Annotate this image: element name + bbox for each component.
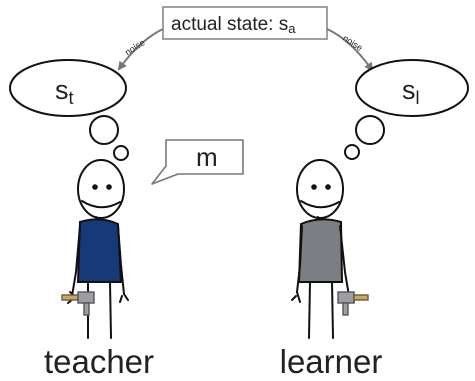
actual-state-box: actual state: sa bbox=[162, 6, 328, 40]
hammer-icon bbox=[61, 291, 95, 316]
message-speech-bubble: m bbox=[151, 139, 244, 185]
teacher-shirt bbox=[76, 218, 123, 283]
learner-figure bbox=[291, 159, 369, 339]
hammer-icon bbox=[337, 291, 369, 316]
learner-label: learner bbox=[280, 343, 383, 380]
teacher-belief-label: st bbox=[55, 75, 74, 108]
message-label: m bbox=[196, 142, 218, 172]
teacher-thought-bubble: st bbox=[9, 59, 129, 161]
noise-label-right: noise bbox=[341, 33, 364, 53]
teacher-figure bbox=[61, 159, 129, 339]
noise-arrow-left: noise bbox=[117, 28, 164, 71]
learner-thought-bubble: sl bbox=[344, 59, 469, 160]
learner-belief-label: sl bbox=[402, 75, 420, 108]
teacher-label: teacher bbox=[44, 343, 154, 380]
learner-shirt bbox=[297, 218, 344, 283]
noise-arrow-right: noise bbox=[326, 28, 374, 72]
actual-state-label: actual state: sa bbox=[171, 14, 296, 36]
noise-label-left: noise bbox=[123, 37, 146, 57]
